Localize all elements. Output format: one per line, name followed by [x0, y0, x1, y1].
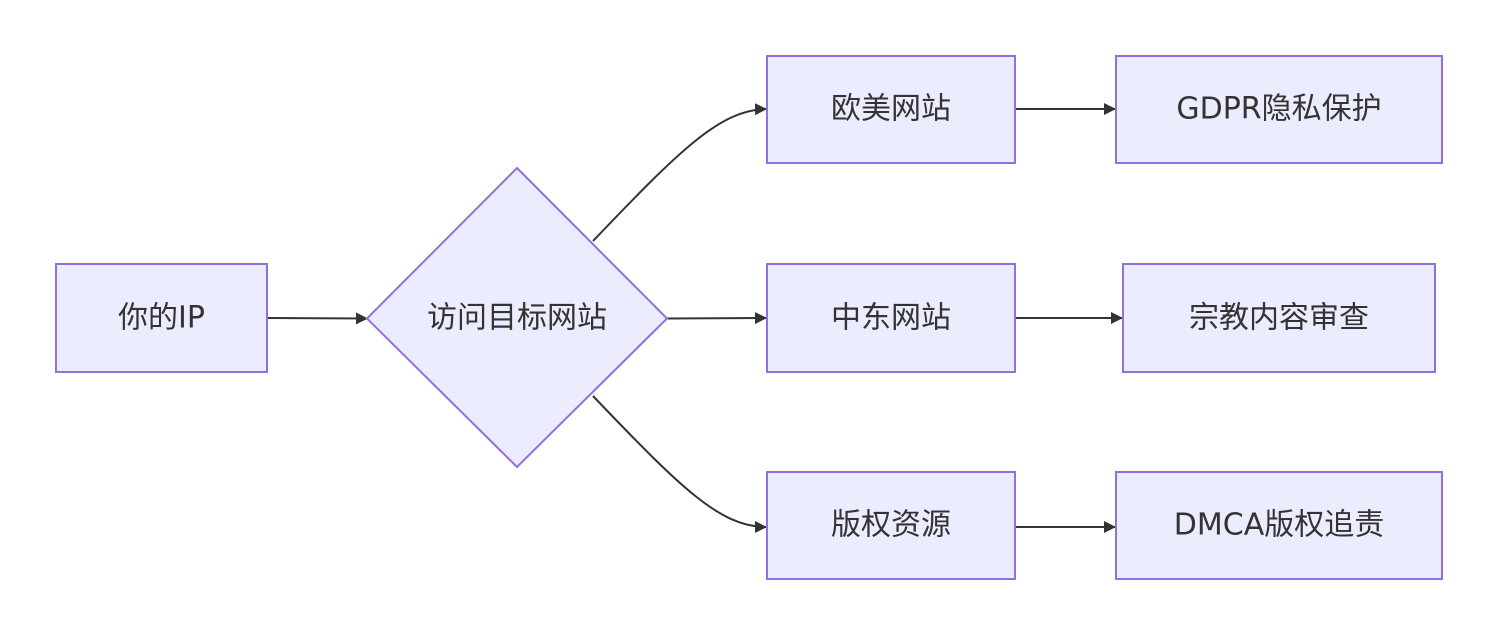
node-religious-review-label: 宗教内容审查 — [1189, 301, 1369, 336]
node-visit-site-decision: 访问目标网站 — [365, 166, 669, 469]
node-visit-site-label: 访问目标网站 — [427, 301, 607, 336]
node-religious-review: 宗教内容审查 — [1122, 263, 1436, 373]
node-gdpr: GDPR隐私保护 — [1115, 55, 1443, 164]
node-mideast-site: 中东网站 — [766, 263, 1016, 373]
node-eu-us-site: 欧美网站 — [766, 55, 1016, 164]
node-gdpr-label: GDPR隐私保护 — [1176, 92, 1381, 127]
node-your-ip-label: 你的IP — [118, 301, 205, 336]
node-eu-us-site-label: 欧美网站 — [831, 92, 951, 127]
edge-visit-to-copyright — [592, 395, 767, 533]
edge-visit-to-mideast — [666, 312, 767, 325]
edge-visit-to-eu-us — [592, 103, 767, 242]
node-your-ip: 你的IP — [55, 263, 268, 373]
node-copyright-resources-label: 版权资源 — [831, 508, 951, 543]
edge-ip-to-visit — [267, 312, 368, 325]
node-mideast-site-label: 中东网站 — [831, 301, 951, 336]
node-dmca: DMCA版权追责 — [1115, 471, 1443, 580]
node-dmca-label: DMCA版权追责 — [1174, 508, 1384, 543]
node-copyright-resources: 版权资源 — [766, 471, 1016, 580]
